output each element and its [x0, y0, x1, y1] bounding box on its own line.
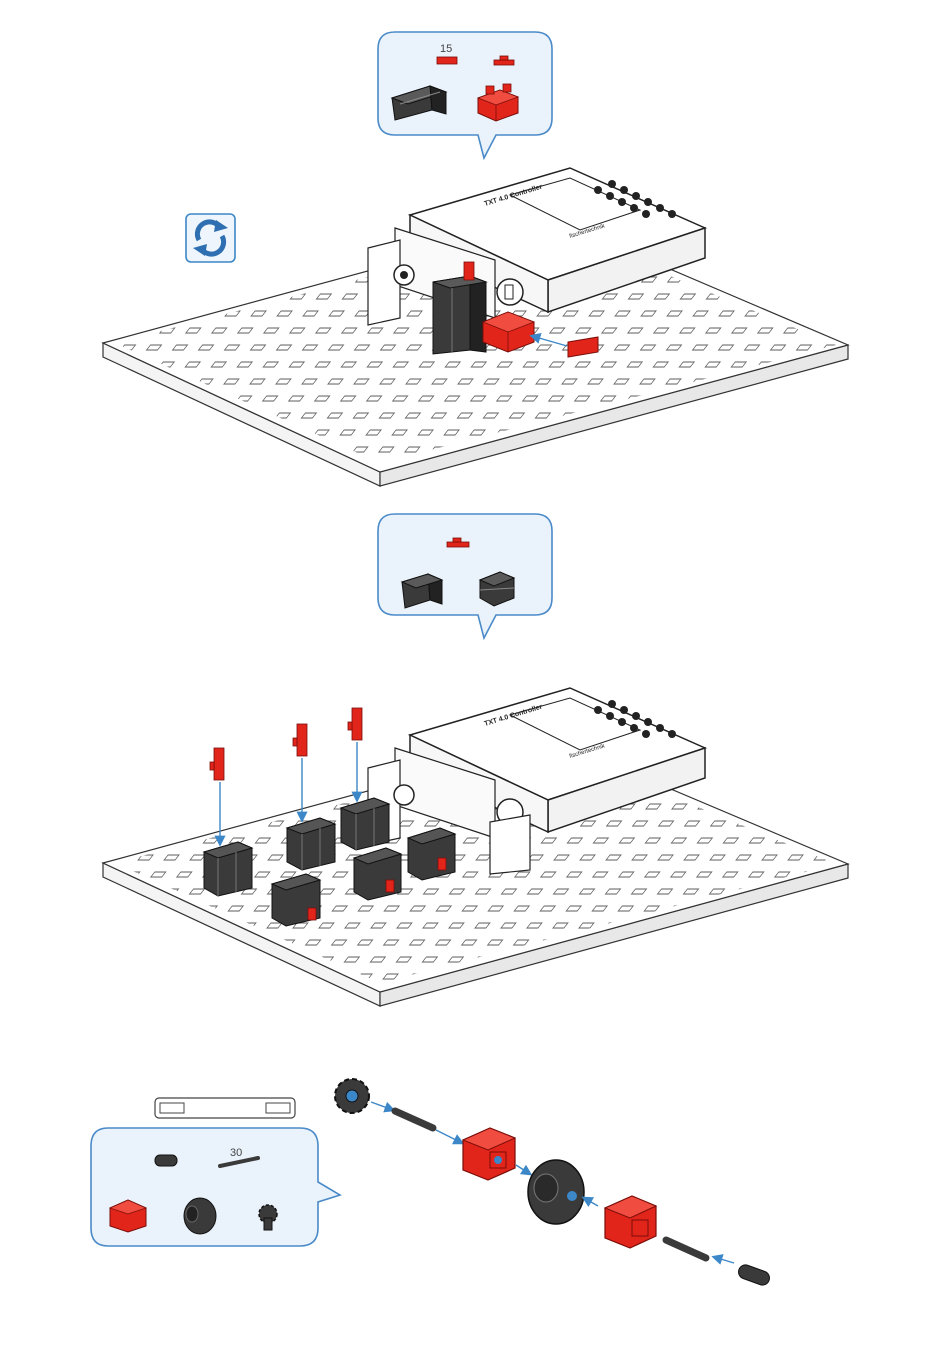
step3-exploded-assembly: [335, 1079, 771, 1287]
step2-block-group-6: [408, 828, 455, 880]
step2-block-group-3: [341, 798, 389, 850]
part-qty-label: 15: [440, 43, 452, 55]
step2-parts-callout: [378, 514, 552, 638]
step2-red-peg-2: [293, 724, 307, 820]
assembly-axle-lower: [666, 1240, 706, 1258]
step2-block-group-1: [204, 842, 252, 896]
step2-red-peg-3: [348, 708, 362, 800]
assembly-axle-upper: [395, 1111, 433, 1128]
step1-parts-callout: 15: [378, 32, 552, 158]
assembly-cross-block-2: [605, 1196, 656, 1248]
part-qty-label: 30: [230, 1147, 242, 1159]
part-spacer-sleeve: [155, 1155, 177, 1166]
step2-block-group-5: [354, 848, 401, 900]
assembly-cross-block-1: [463, 1128, 515, 1180]
assembly-pulley-wheel: [528, 1160, 584, 1224]
step2-red-peg-1: [210, 748, 224, 844]
rotate-view-icon: [186, 214, 235, 262]
scale-ruler: [155, 1098, 295, 1118]
step2-block-group-2: [287, 818, 335, 870]
step2-block-group-4: [272, 874, 320, 926]
assembly-gear: [335, 1079, 369, 1113]
part-pulley-wheel: [184, 1198, 216, 1234]
step3-parts-callout: 30: [91, 1128, 340, 1246]
assembly-spacer-sleeve: [737, 1263, 772, 1287]
